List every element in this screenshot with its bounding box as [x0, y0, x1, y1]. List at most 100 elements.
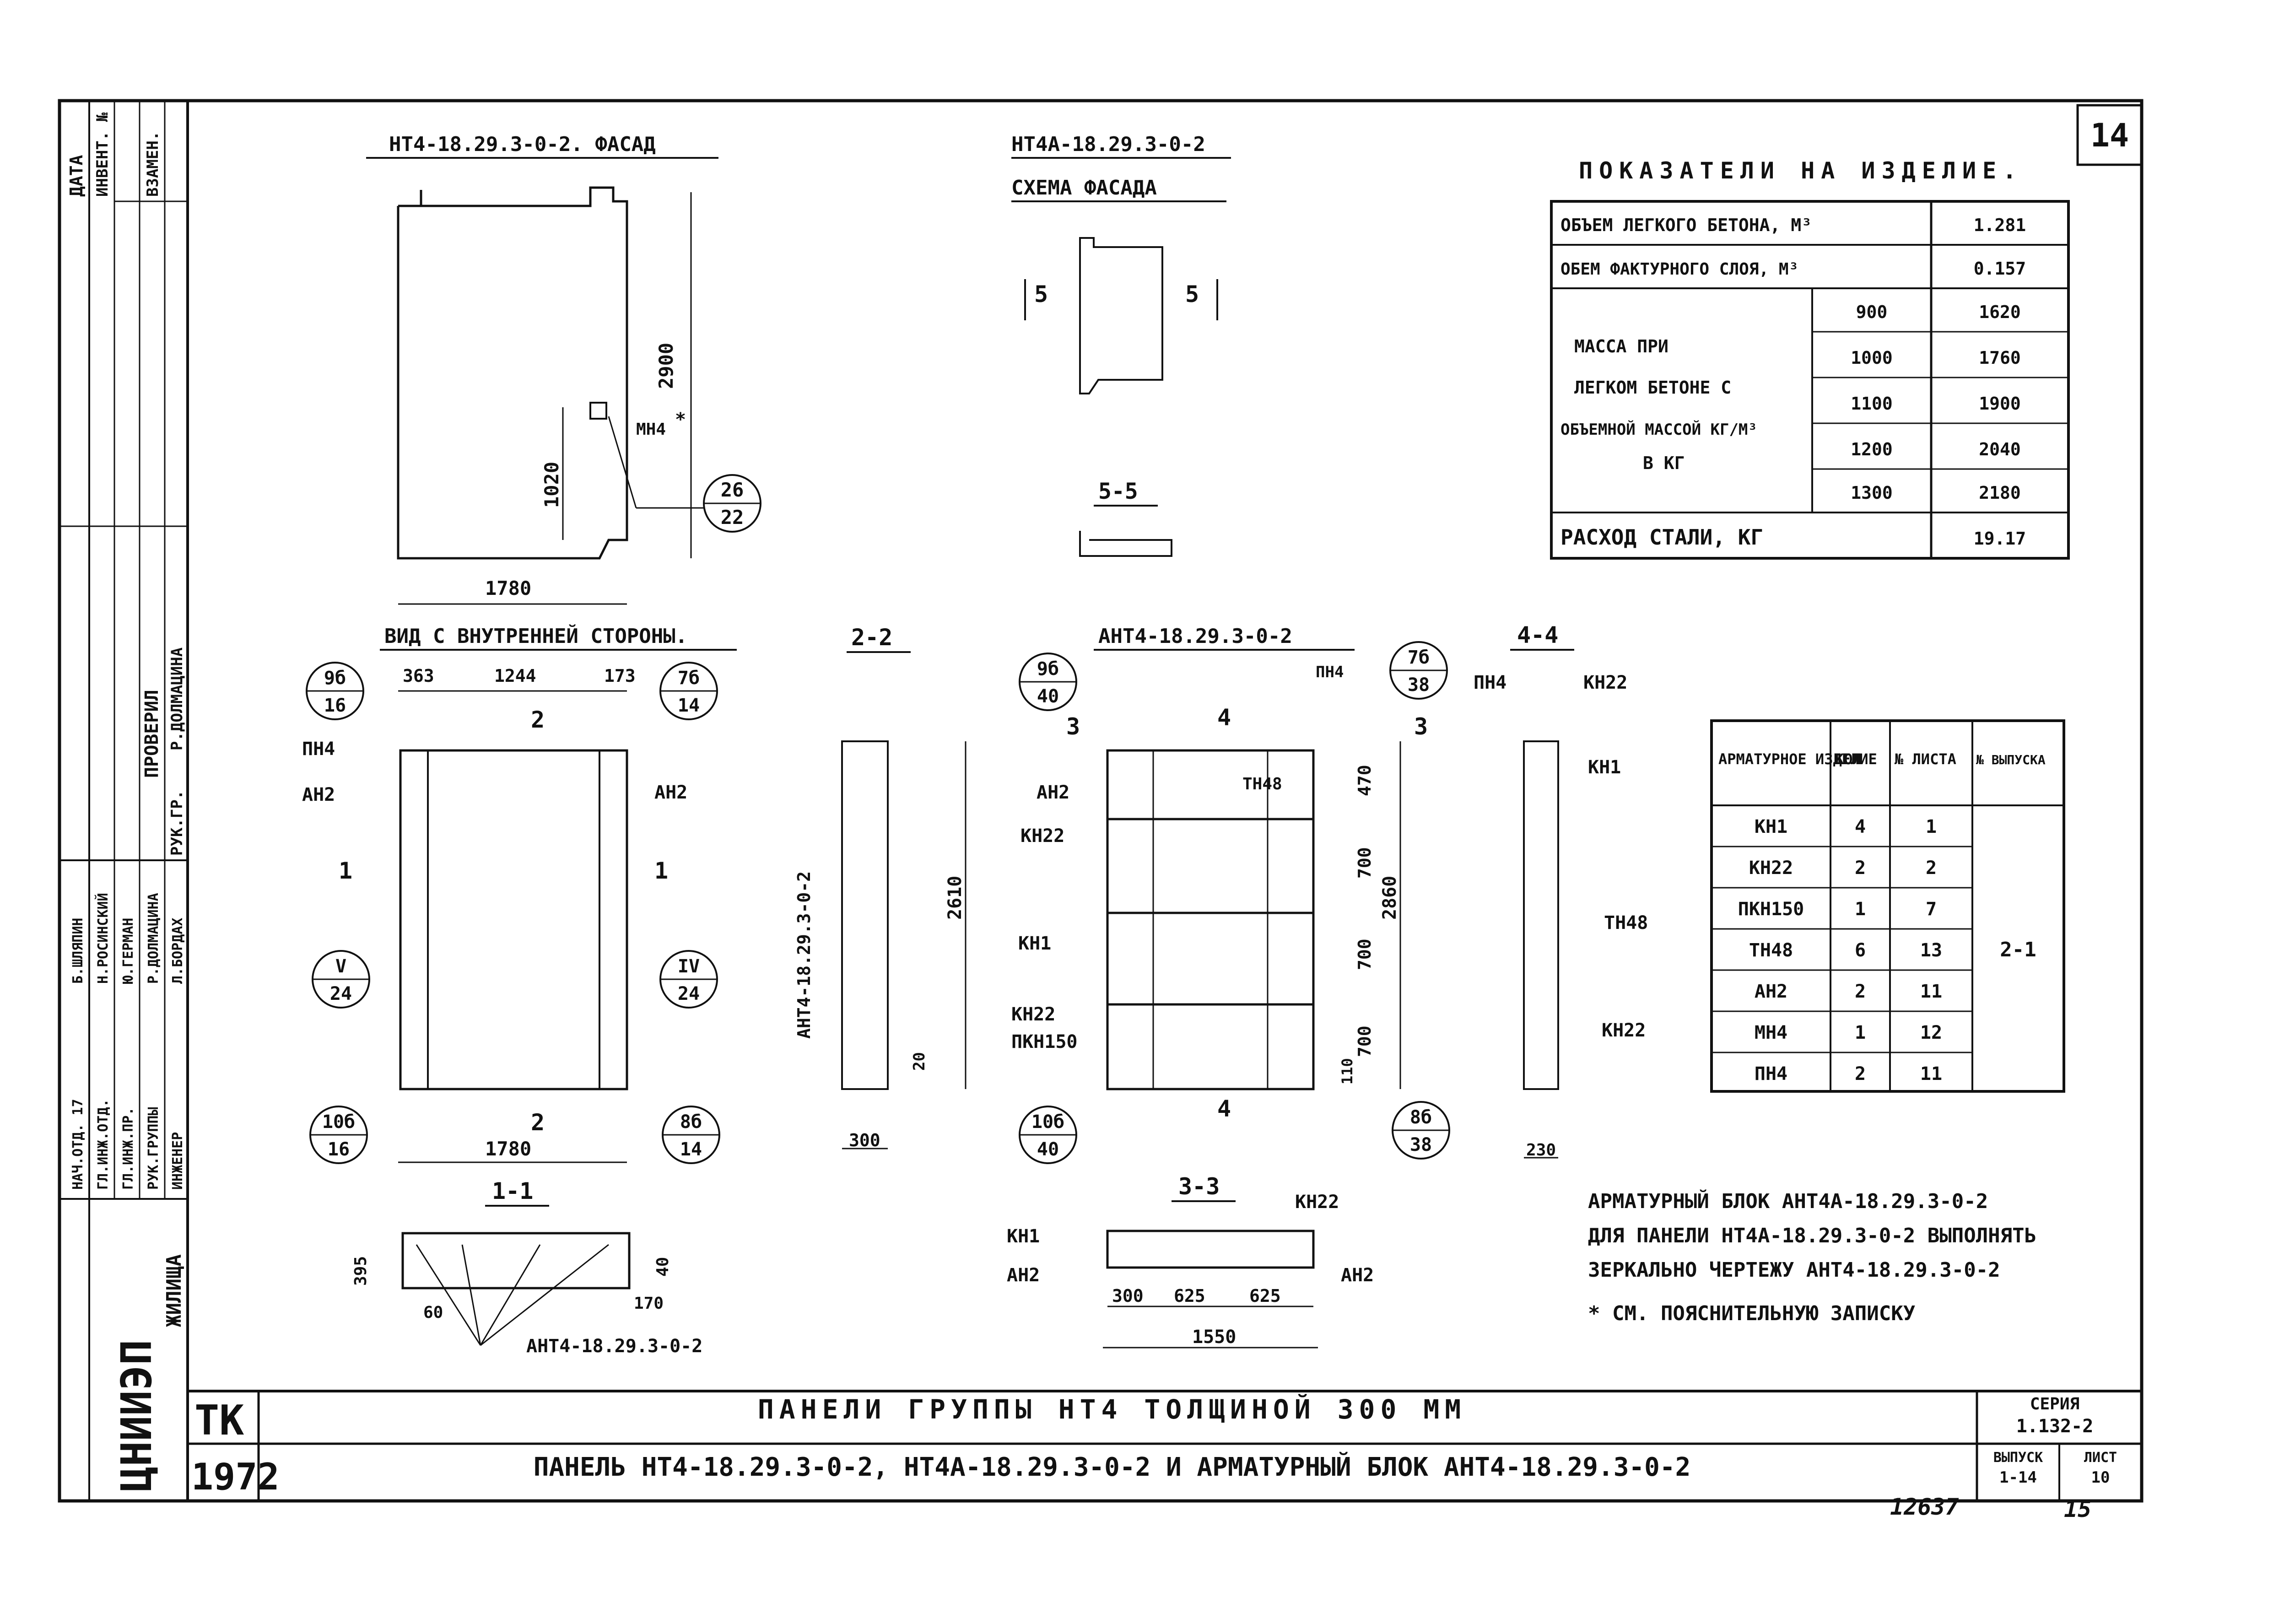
svg-text:КН22: КН22 [1602, 1020, 1646, 1041]
svg-text:ОБЕМ ФАКТУРНОГО СЛОЯ, М³: ОБЕМ ФАКТУРНОГО СЛОЯ, М³ [1560, 260, 1798, 279]
svg-text:КН1: КН1 [1588, 757, 1621, 778]
svg-text:24: 24 [330, 983, 352, 1004]
title-main: ПАНЕЛИ ГРУППЫ НТ4 ТОЛЩИНОЙ 300 ММ [758, 1393, 1466, 1425]
svg-text:14: 14 [680, 1139, 702, 1160]
svg-text:2860: 2860 [1379, 876, 1400, 920]
svg-text:1244: 1244 [494, 666, 536, 686]
stamp-role-4: РУК.ГРУППЫ [146, 1107, 162, 1190]
svg-text:2: 2 [1855, 858, 1866, 879]
svg-text:АН2: АН2 [1341, 1265, 1374, 1286]
stamp-role-2: ГЛ.ИНЖ.ОТД. [95, 1099, 111, 1190]
outer-frame [58, 99, 2144, 1503]
svg-text:ОБЪЕМНОЙ МАССОЙ КГ/М³: ОБЪЕМНОЙ МАССОЙ КГ/М³ [1560, 420, 1757, 439]
stamp-name-4: Р.ДОЛМАЦИНА [146, 893, 162, 984]
svg-text:26: 26 [721, 479, 744, 501]
svg-text:170: 170 [634, 1294, 664, 1313]
svg-text:230: 230 [1526, 1141, 1556, 1160]
bottom-page: 15 [2064, 1496, 2091, 1522]
svg-text:8б: 8б [1410, 1107, 1432, 1128]
svg-text:173: 173 [604, 666, 636, 686]
svg-text:2-2: 2-2 [851, 624, 892, 651]
svg-text:363: 363 [403, 666, 434, 686]
svg-text:1-1: 1-1 [492, 1178, 533, 1204]
svg-text:10б: 10б [1031, 1111, 1064, 1133]
svg-text:1550: 1550 [1192, 1327, 1236, 1348]
svg-text:№ ЛИСТА: № ЛИСТА [1895, 750, 1956, 768]
svg-text:ПН4: ПН4 [1474, 672, 1506, 693]
svg-text:24: 24 [678, 983, 700, 1004]
svg-text:40: 40 [1037, 1139, 1059, 1160]
svg-text:АРМАТУРНЫЙ БЛОК АНТ4А-18.29.3-: АРМАТУРНЫЙ БЛОК АНТ4А-18.29.3-0-2 [1588, 1189, 1988, 1213]
svg-text:1: 1 [1855, 1022, 1866, 1043]
indicators-table: ПОКАЗАТЕЛИ НА ИЗДЕЛИЕ. ОБЪЕМ ЛЕГКОГО БЕТ… [1550, 157, 2070, 560]
svg-text:7: 7 [1926, 899, 1937, 920]
svg-text:2: 2 [1855, 1063, 1866, 1084]
svg-text:АН2: АН2 [1007, 1265, 1040, 1286]
svg-text:10б: 10б [322, 1111, 355, 1133]
stamp-ruk-gr: РУК.ГР. [168, 790, 186, 856]
stamp-date: ДАТА [66, 155, 86, 197]
svg-text:1760: 1760 [1979, 348, 2021, 368]
svg-text:3: 3 [1066, 713, 1080, 740]
section-55-title: 5-5 [1098, 479, 1138, 504]
stamp-org: ЖИЛИЩА [162, 1254, 186, 1327]
svg-text:ТН48: ТН48 [1604, 912, 1648, 933]
svg-text:19.17: 19.17 [1974, 529, 2026, 549]
svg-text:КН1: КН1 [1755, 816, 1787, 837]
label-pn4: ПН4 [302, 739, 335, 760]
stamp-role-5: ИНЖЕНЕР [170, 1132, 186, 1190]
stamp-name-5: Л.БОРДАХ [170, 918, 186, 984]
inside-panel-outline [399, 749, 628, 1090]
svg-text:МН4: МН4 [1755, 1022, 1787, 1043]
callout-26-22 [703, 474, 761, 533]
svg-text:КОЛ: КОЛ [1835, 750, 1862, 768]
svg-text:1-14: 1-14 [1999, 1468, 2037, 1487]
svg-text:38: 38 [1408, 674, 1430, 696]
svg-text:СЕРИЯ: СЕРИЯ [2030, 1395, 2079, 1414]
svg-text:10: 10 [2091, 1468, 2110, 1487]
svg-text:11: 11 [1920, 1063, 1942, 1084]
svg-text:ЛИСТ: ЛИСТ [2084, 1450, 2117, 1466]
sheet-number-box [2076, 104, 2143, 166]
indicators-title: ПОКАЗАТЕЛИ НА ИЗДЕЛИЕ. [1579, 157, 2023, 184]
facade-sub-height: 1020 [540, 462, 563, 508]
bottom-note: 12637 [1890, 1494, 1959, 1520]
svg-text:1000: 1000 [1851, 348, 1893, 368]
svg-text:60: 60 [423, 1303, 443, 1322]
svg-text:300: 300 [849, 1130, 880, 1150]
svg-text:АН2: АН2 [1037, 782, 1069, 803]
svg-text:40: 40 [1037, 686, 1059, 707]
facade-width: 1780 [485, 577, 531, 599]
facade-title: НТ4-18.29.3-0-2. ФАСАД [389, 133, 656, 156]
svg-text:АНТ4-18.29.3-0-2: АНТ4-18.29.3-0-2 [794, 871, 814, 1039]
title-block: ТК 1972 ПАНЕЛИ ГРУППЫ НТ4 ТОЛЩИНОЙ 300 М… [191, 1393, 2117, 1498]
svg-text:4-4: 4-4 [1517, 622, 1558, 648]
inside-width: 1780 [485, 1138, 531, 1160]
svg-text:В КГ: В КГ [1643, 453, 1685, 473]
svg-text:7б: 7б [678, 668, 700, 689]
svg-text:КН22: КН22 [1749, 858, 1793, 879]
mn4-label: МН4 [636, 420, 666, 439]
rebar-block-view: АНТ4-18.29.3-0-2 470 700 700 700 110 286… [1011, 625, 1450, 1164]
svg-text:КН22: КН22 [1295, 1192, 1339, 1213]
svg-text:1900: 1900 [1979, 394, 2021, 414]
sheet-number: 14 [2090, 117, 2129, 154]
svg-text:КН22: КН22 [1583, 672, 1627, 693]
label-an2-left: АН2 [302, 784, 335, 805]
svg-text:20: 20 [910, 1052, 929, 1071]
svg-text:2: 2 [531, 707, 545, 733]
stamp-checker: Р.ДОЛМАЦИНА [168, 647, 186, 750]
svg-text:1.281: 1.281 [1974, 215, 2026, 235]
svg-text:13: 13 [1920, 940, 1942, 961]
svg-text:38: 38 [1410, 1134, 1432, 1155]
inside-view: ВИД С ВНУТРЕННЕЙ СТОРОНЫ. 363 1244 173 П… [302, 624, 737, 1164]
block-title: АНТ4-18.29.3-0-2 [1098, 625, 1292, 648]
block-ref-11: АНТ4-18.29.3-0-2 [526, 1336, 702, 1357]
stamp-role-1: НАЧ.ОТД. 17 [70, 1099, 86, 1190]
svg-text:1200: 1200 [1851, 439, 1893, 459]
svg-text:* СМ. ПОЯСНИТЕЛЬНУЮ ЗАПИСКУ: * СМ. ПОЯСНИТЕЛЬНУЮ ЗАПИСКУ [1588, 1302, 1915, 1325]
stamp-inventory: ИНВЕНТ. № [93, 112, 112, 197]
svg-text:КН22: КН22 [1021, 825, 1064, 847]
svg-text:40: 40 [653, 1257, 672, 1277]
svg-text:900: 900 [1856, 302, 1888, 322]
